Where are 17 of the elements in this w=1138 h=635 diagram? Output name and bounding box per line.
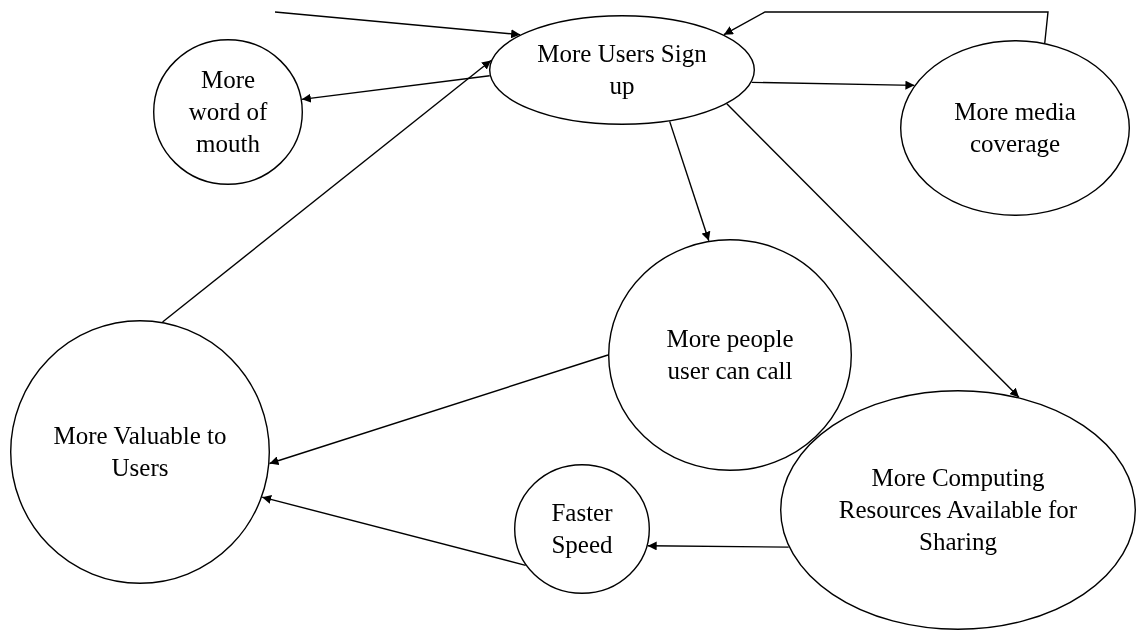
node-label: More word of mouth (187, 65, 269, 159)
arrow (726, 103, 1020, 398)
arrow (268, 354, 609, 466)
arrow (646, 541, 790, 551)
arrow (274, 11, 521, 39)
arrow (161, 59, 492, 323)
node-label: More Users Sign up (536, 39, 708, 101)
arrow (301, 75, 491, 103)
node-label: More people user can call (665, 324, 795, 386)
node-label: Faster Speed (550, 498, 614, 560)
arrow (668, 120, 711, 242)
arrow (261, 495, 527, 567)
arrow (750, 80, 916, 90)
arrow (723, 11, 1049, 44)
node-label: More Computing Resources Available for Sharing (837, 463, 1079, 557)
node-label: More Valuable to Users (52, 421, 228, 483)
node-label: More media coverage (953, 97, 1077, 159)
